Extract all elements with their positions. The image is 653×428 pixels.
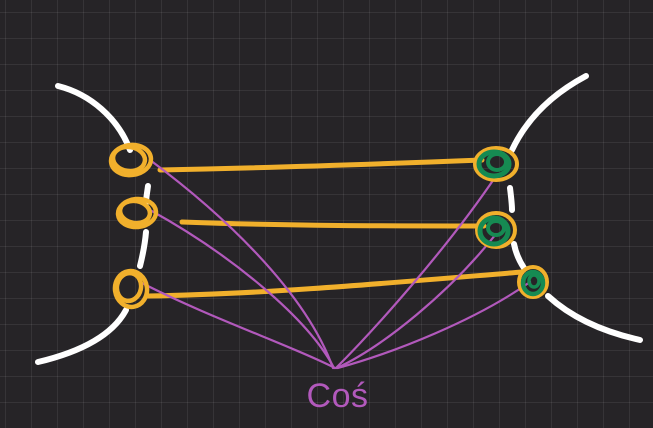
caption-label: Coś: [306, 377, 369, 415]
right-rings: [473, 146, 549, 299]
ring-icon: [115, 196, 159, 230]
pointer-line-3: [138, 280, 337, 370]
pointer-line-1: [148, 158, 335, 370]
connection-line-middle: [179, 219, 487, 229]
ring-icon: [475, 211, 517, 249]
pointer-line-2: [148, 208, 336, 370]
ring-icon: [517, 265, 549, 299]
pointer-line-5: [335, 232, 498, 370]
pointer-line-4: [334, 174, 498, 370]
connection-line-top: [157, 157, 485, 173]
connection-line-bottom: [145, 269, 525, 299]
right-membrane-bottom: [545, 293, 643, 343]
connections: [145, 157, 525, 299]
ring-icon: [112, 268, 150, 310]
right-membrane-gap-2: [511, 241, 527, 271]
right-membrane-top: [509, 73, 589, 153]
ring-icon: [473, 146, 519, 182]
pointer-line-6: [336, 280, 532, 370]
right-membrane: [507, 73, 643, 343]
right-membrane-gap-1: [507, 185, 515, 213]
ring-icon: [108, 142, 154, 178]
pointer-lines: [138, 158, 532, 370]
left-membrane-gap-2: [137, 229, 149, 269]
left-membrane-top: [55, 83, 133, 153]
left-rings: [108, 142, 159, 310]
left-membrane: [35, 83, 151, 365]
left-membrane-bottom: [35, 307, 129, 365]
